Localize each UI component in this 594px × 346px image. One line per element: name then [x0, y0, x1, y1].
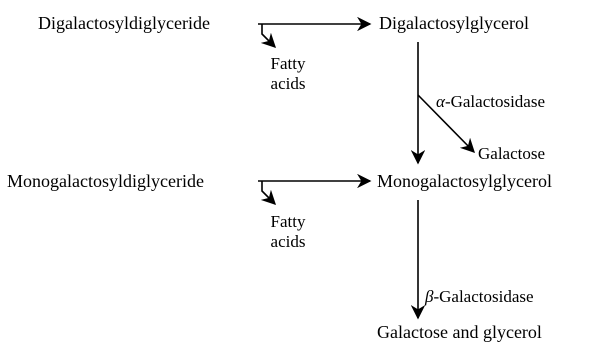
arrow-to-galactose [417, 94, 476, 154]
fatty-acids-label-2: Fatty acids [258, 212, 318, 252]
compound-digalactosylglycerol: Digalactosylglycerol [379, 13, 529, 33]
fatty-acids-label-1: Fatty acids [258, 54, 318, 94]
enzyme-beta-symbol: β [425, 287, 434, 306]
fatty-acids-label-2-line1: Fatty [270, 212, 306, 231]
compound-digalactosyldiglyceride: Digalactosyldiglyceride [38, 13, 210, 33]
enzyme-beta-name: -Galactosidase [433, 287, 534, 306]
fatty-acids-label-1-line2: acids [270, 74, 306, 93]
compound-galactose-and-glycerol: Galactose and glycerol [377, 322, 542, 342]
fatty-acids-label-1-line1: Fatty [270, 54, 306, 73]
compound-monogalactosyldiglyceride: Monogalactosyldiglyceride [7, 171, 204, 191]
arrow-mgdg-to-fatty-acids [260, 181, 277, 206]
enzyme-alpha-name: -Galactosidase [444, 92, 546, 111]
enzyme-beta-galactosidase: β-Galactosidase [425, 287, 534, 307]
arrow-dgdg-to-fatty-acids [260, 24, 277, 49]
enzyme-alpha-galactosidase: α-Galactosidase [436, 92, 545, 112]
fatty-acids-label-2-line2: acids [270, 232, 306, 251]
compound-monogalactosylglycerol: Monogalactosylglycerol [377, 171, 552, 191]
product-galactose: Galactose [478, 144, 546, 163]
enzyme-alpha-symbol: α [436, 92, 445, 111]
